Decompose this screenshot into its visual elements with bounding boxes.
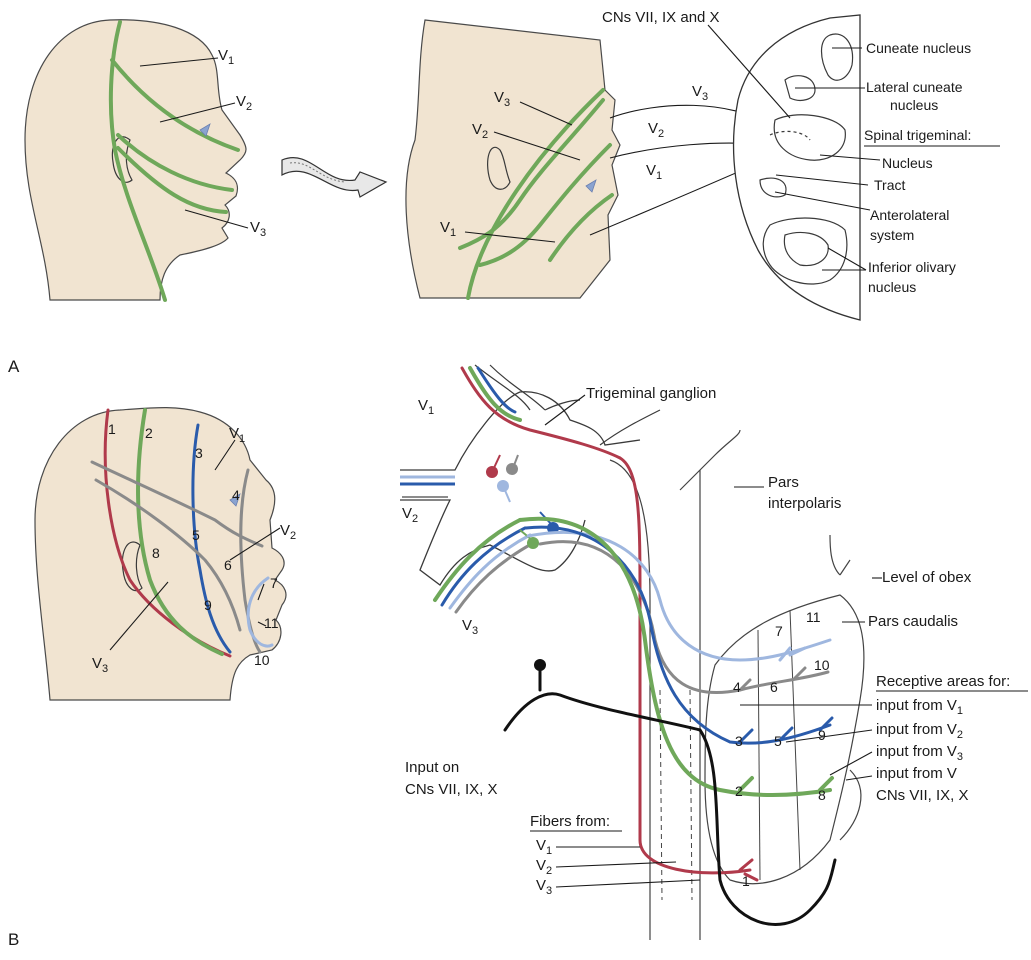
svg-text:Lateral cuneate: Lateral cuneate: [866, 79, 963, 95]
svg-text:2: 2: [145, 425, 153, 441]
svg-text:5: 5: [192, 527, 200, 543]
svg-text:V2: V2: [280, 522, 296, 542]
svg-text:V3: V3: [462, 617, 478, 637]
svg-text:8: 8: [152, 545, 160, 561]
svg-text:V1: V1: [536, 837, 552, 857]
svg-text:2: 2: [735, 783, 743, 799]
svg-text:4: 4: [232, 487, 240, 503]
svg-text:1: 1: [742, 873, 750, 889]
head-b: V1 V2 V3 1 2 3 4 5 6 7 8 9 10 11: [35, 408, 296, 700]
svg-text:Inferior olivary: Inferior olivary: [868, 259, 956, 275]
trigeminal-ganglion: Trigeminal ganglion: [400, 365, 716, 585]
face-a: V3 V2 V1: [406, 20, 620, 298]
svg-text:6: 6: [770, 679, 778, 695]
svg-text:Cuneate nucleus: Cuneate nucleus: [866, 40, 971, 56]
svg-text:Level of obex: Level of obex: [882, 569, 972, 586]
svg-text:Tract: Tract: [874, 177, 905, 193]
svg-text:V3: V3: [536, 877, 552, 897]
rotation-arrow-icon: [282, 158, 386, 197]
svg-text:input from V: input from V: [876, 765, 957, 782]
svg-text:11: 11: [806, 609, 821, 625]
svg-text:V2: V2: [236, 93, 252, 113]
svg-text:9: 9: [204, 597, 212, 613]
panel-label-a: A: [8, 357, 20, 376]
svg-text:10: 10: [814, 657, 830, 673]
svg-text:Anterolateral: Anterolateral: [870, 207, 949, 223]
medulla-section: CNs VII, IX and X Cuneate nucleus Latera…: [602, 9, 1000, 320]
svg-text:nucleus: nucleus: [890, 97, 938, 113]
svg-text:8: 8: [818, 787, 826, 803]
svg-text:9: 9: [818, 727, 826, 743]
svg-text:3: 3: [195, 445, 203, 461]
svg-text:input from V3: input from V3: [876, 743, 963, 763]
svg-text:CNs VII, IX and X: CNs VII, IX and X: [602, 9, 720, 26]
svg-text:V3: V3: [250, 219, 266, 239]
svg-text:system: system: [870, 227, 914, 243]
svg-text:11: 11: [264, 615, 279, 631]
svg-text:Spinal trigeminal:: Spinal trigeminal:: [864, 127, 971, 143]
svg-text:V1: V1: [418, 397, 434, 417]
svg-text:Pars: Pars: [768, 474, 799, 491]
svg-text:input from V1: input from V1: [876, 697, 963, 717]
panel-b: V1 V2 V3 1 2 3 4 5 6 7 8 9 10 11 Trigemi…: [8, 365, 1028, 949]
svg-text:1: 1: [108, 421, 116, 437]
svg-text:5: 5: [774, 733, 782, 749]
panel-label-b: B: [8, 930, 19, 949]
svg-text:V2: V2: [648, 120, 664, 140]
svg-text:7: 7: [270, 575, 278, 591]
svg-text:Receptive areas for:: Receptive areas for:: [876, 673, 1010, 690]
svg-text:6: 6: [224, 557, 232, 573]
v3-nerve-bundle: [435, 520, 535, 612]
svg-text:V1: V1: [646, 162, 662, 182]
svg-text:Nucleus: Nucleus: [882, 155, 933, 171]
svg-text:4: 4: [733, 679, 741, 695]
v2-nerve-bundle: [400, 477, 455, 484]
panel-a: V1 V2 V3 V3 V2 V1: [8, 9, 1000, 376]
v1-nerve-bundle: [462, 368, 620, 458]
svg-text:Pars caudalis: Pars caudalis: [868, 613, 958, 630]
svg-text:nucleus: nucleus: [868, 279, 916, 295]
svg-text:V2: V2: [402, 505, 418, 525]
svg-text:Input on: Input on: [405, 759, 459, 776]
svg-text:V1: V1: [218, 47, 234, 67]
svg-text:Fibers from:: Fibers from:: [530, 813, 610, 830]
svg-text:3: 3: [735, 733, 743, 749]
svg-text:Trigeminal ganglion: Trigeminal ganglion: [586, 385, 716, 402]
svg-text:V3: V3: [692, 83, 708, 103]
svg-text:CNs VII, IX, X: CNs VII, IX, X: [405, 781, 498, 798]
head-a: V1 V2 V3: [25, 20, 266, 300]
svg-text:7: 7: [775, 623, 783, 639]
svg-text:V2: V2: [536, 857, 552, 877]
svg-text:CNs VII, IX, X: CNs VII, IX, X: [876, 787, 969, 804]
svg-text:10: 10: [254, 652, 270, 668]
svg-text:interpolaris: interpolaris: [768, 495, 841, 512]
svg-text:input from V2: input from V2: [876, 721, 963, 741]
